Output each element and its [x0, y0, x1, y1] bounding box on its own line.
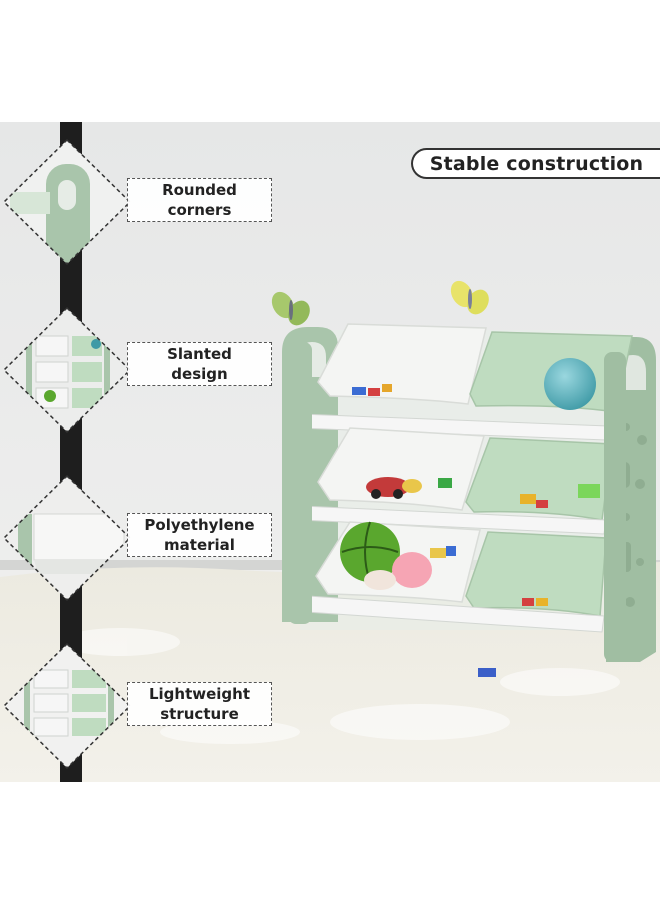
- feature-line1: Slanted: [167, 345, 232, 363]
- black-pole: [60, 122, 82, 782]
- feature-label-lightweight-structure: Lightweight structure: [127, 682, 272, 726]
- bin-top-left: [317, 323, 487, 405]
- feature-line2: design: [171, 365, 228, 383]
- stable-construction-title: Stable construction: [411, 148, 660, 179]
- butterfly-decal-green: [271, 291, 310, 326]
- feature-line2: corners: [167, 201, 232, 219]
- feature-line2: structure: [160, 705, 239, 723]
- butterfly-decal-yellow: [450, 280, 489, 315]
- feature-line1: Rounded: [162, 181, 237, 199]
- feature-line1: Lightweight: [148, 685, 251, 703]
- green-basketball: [340, 522, 400, 582]
- bin-middle-left: [317, 427, 485, 511]
- pink-plush-toy: [392, 552, 432, 588]
- teal-ball: [544, 358, 596, 410]
- feature-line1: Polyethylene: [144, 516, 255, 534]
- feature-line2: material: [164, 536, 235, 554]
- toy-block-on-rug: [478, 668, 496, 677]
- toy-organizer: [282, 323, 656, 662]
- feature-label-polyethylene-material: Polyethylene material: [127, 513, 272, 557]
- toy-car: [366, 477, 422, 499]
- feature-label-slanted-design: Slanted design: [127, 342, 272, 386]
- feature-label-rounded-corners: Rounded corners: [127, 178, 272, 222]
- product-photo: [0, 122, 660, 782]
